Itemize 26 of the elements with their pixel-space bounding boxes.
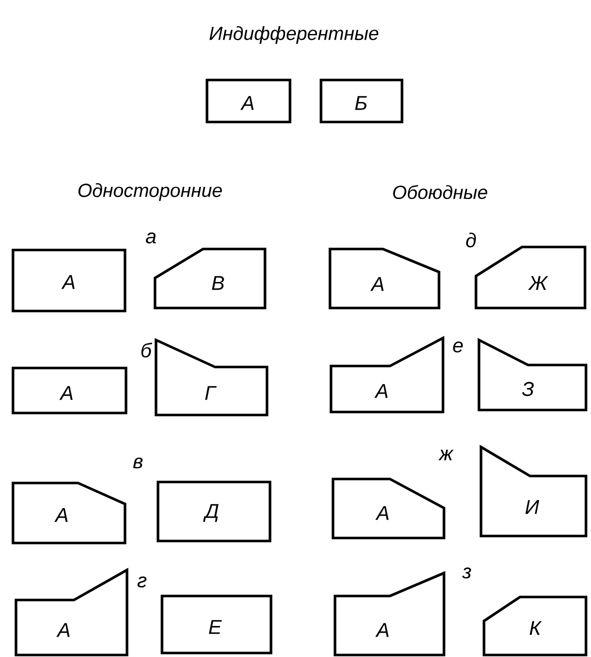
variant-letter: з (462, 568, 472, 578)
profile-box: А (12, 248, 126, 312)
profile-box: Ж (474, 246, 586, 310)
variant-letter: ж (438, 450, 454, 460)
profile-box: А (328, 248, 440, 310)
variant-letter: а (146, 232, 156, 244)
variant-letter: б (141, 342, 152, 358)
group-heading: Односторонние (78, 183, 222, 201)
profile-box: Д (156, 480, 272, 542)
profile-box: В (154, 248, 266, 310)
profile-box: Б (320, 78, 404, 124)
profile-box: А (334, 571, 446, 656)
profile-box: К (482, 596, 588, 656)
group-heading: Индифферентные (210, 26, 378, 44)
profile-box: Е (160, 594, 272, 654)
profile-box: А (206, 78, 292, 124)
profile-box: А (14, 568, 128, 656)
variant-letter: в (133, 458, 143, 468)
profile-box: А (330, 336, 444, 414)
variant-letter: г (138, 576, 146, 588)
profile-box: А (332, 478, 446, 540)
variant-letter: д (466, 232, 476, 248)
profile-box: А (12, 482, 126, 544)
group-heading: Обоюдные (393, 184, 488, 200)
variant-letter: е (453, 342, 463, 352)
profile-box: А (12, 366, 128, 414)
